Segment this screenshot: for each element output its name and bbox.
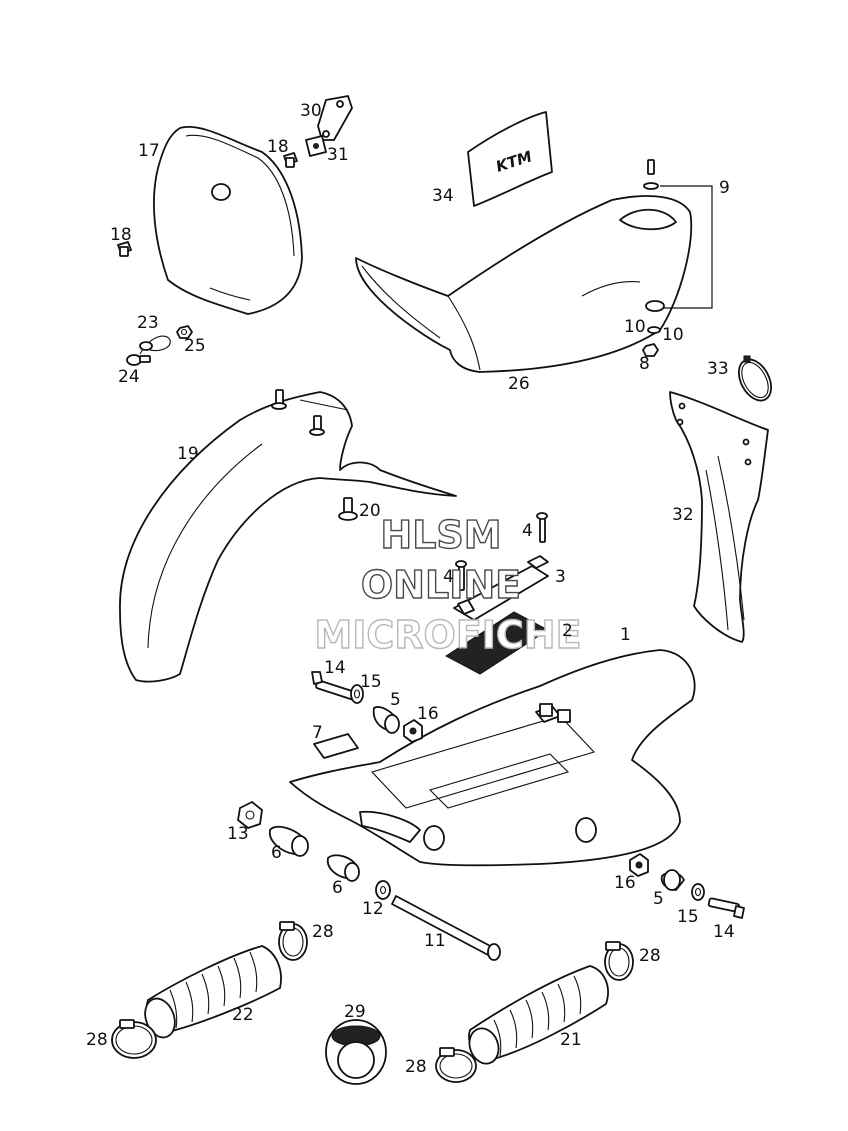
callout-16b: 16 [614,873,636,893]
nut-8 [642,343,659,357]
intake-boot-21 [468,965,609,1065]
bolt-18-b [117,241,132,257]
seat-26 [355,195,693,373]
callout-10b: 10 [662,325,684,345]
callout-21: 21 [560,1030,582,1050]
watermark-line-1: HLSM [380,513,501,557]
sleeve-6-b [326,854,360,882]
foam-7 [313,733,359,759]
bolt-18-a [283,152,298,168]
callout-14b: 14 [713,922,735,942]
lanyard-23 [139,335,171,355]
bolt-20 [338,497,358,521]
callout-14a: 14 [324,658,346,678]
callout-28b: 28 [86,1030,108,1050]
callout-4a: 4 [522,521,533,541]
callout-2: 2 [562,621,573,641]
callout-17: 17 [138,141,160,161]
intake-boot-22 [144,945,282,1039]
cover-plate-3 [453,555,549,621]
decal-34: KTM [467,111,553,207]
hose-clamp-28-c [604,941,634,981]
clip-nut-31 [305,135,327,157]
front-fender-19 [119,389,457,683]
long-bolt-11 [391,895,501,961]
watermark: HLSM ONLINE MICROFICHE [314,512,583,657]
callout-25: 25 [184,336,206,356]
pad-2 [445,611,549,675]
watermark-line-2: ONLINE [361,563,521,607]
callout-32: 32 [672,505,694,525]
callout-15b: 15 [677,907,699,927]
coupling-29 [325,1019,387,1085]
callout-5a: 5 [390,690,401,710]
callout-26: 26 [508,374,530,394]
callout-1: 1 [620,625,631,645]
callout-24: 24 [118,367,140,387]
bracket-30 [317,95,353,141]
callout-15a: 15 [360,672,382,692]
screw-4-b [455,560,467,591]
seat-bolt-9 [643,159,713,309]
callout-20: 20 [359,501,381,521]
sleeve-6-a [269,825,309,857]
screw-4-a [536,512,548,543]
hose-clamp-28-b [111,1019,157,1059]
callout-7: 7 [312,723,323,743]
callouts: 1 2 3 4 4 5 5 6 6 7 8 9 10 10 11 12 13 1… [86,101,735,1077]
bolt-14-b [707,897,745,919]
screw-24 [126,354,151,366]
callout-8: 8 [639,354,650,374]
callout-28a: 28 [312,922,334,942]
callout-28d: 28 [405,1057,427,1077]
nut-16-a [403,719,423,743]
callout-4b: 4 [443,567,454,587]
callout-13: 13 [227,824,249,844]
callout-28c: 28 [639,946,661,966]
callout-23: 23 [137,313,159,333]
callout-5b: 5 [653,889,664,909]
callout-6b: 6 [332,878,343,898]
bolt-14-a [311,671,359,701]
hose-clamp-28-a [278,921,308,961]
washer-10 [647,326,661,334]
callout-33: 33 [707,359,729,379]
callout-22: 22 [232,1005,254,1025]
callout-19: 19 [177,444,199,464]
spacer-5-a [372,706,400,734]
nut-13 [237,801,263,829]
callout-12: 12 [362,899,384,919]
callout-18a: 18 [267,137,289,157]
callout-29: 29 [344,1002,366,1022]
airbox-1 [289,649,696,867]
callout-34: 34 [432,186,454,206]
nut-25 [176,325,193,339]
callout-30: 30 [300,101,322,121]
callout-18b: 18 [110,225,132,245]
callout-31: 31 [327,145,349,165]
cable-tie-33 [737,355,773,402]
hose-clamp-28-d [435,1047,477,1083]
callout-9: 9 [719,178,730,198]
nut-16-b [629,853,649,877]
callout-10a: 10 [624,317,646,337]
callout-6a: 6 [271,843,282,863]
washer-15-b [691,883,705,901]
washer-15-a [350,684,364,704]
watermark-line-3: MICROFICHE [314,613,581,657]
callout-3: 3 [555,567,566,587]
callout-16a: 16 [417,704,439,724]
mud-flap-32 [669,391,769,643]
washer-12 [375,880,391,900]
callout-11: 11 [424,931,446,951]
spacer-5-b [660,869,685,891]
number-plate-17 [153,125,303,315]
